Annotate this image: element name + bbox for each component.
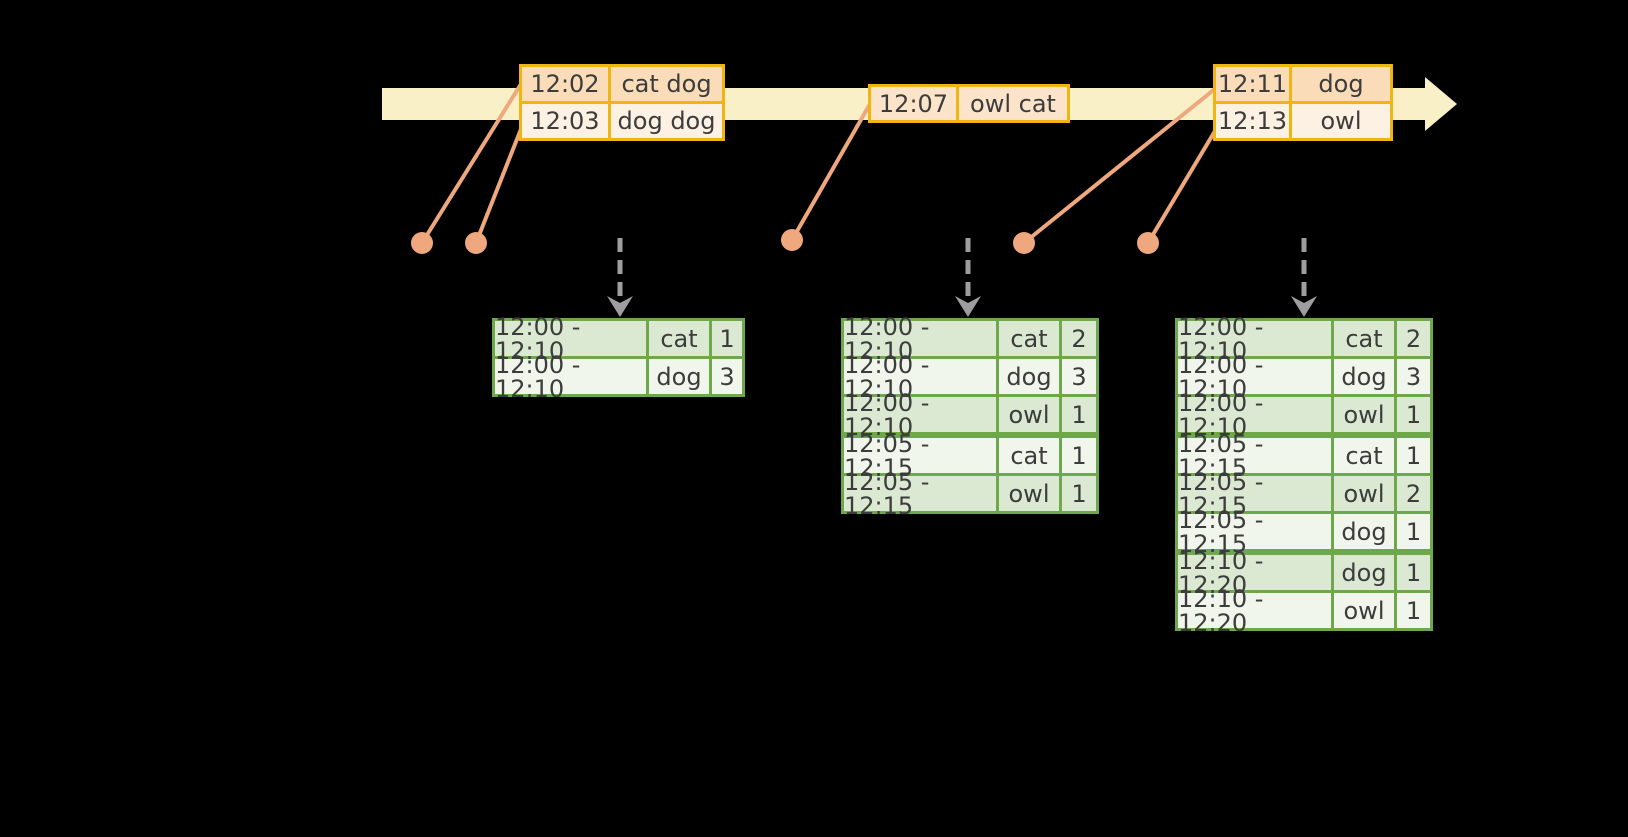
connector-line: [1146, 124, 1220, 245]
result-word: owl: [999, 397, 1059, 432]
event-table-1211: 12:11 dog 12:13 owl: [1213, 64, 1393, 141]
result-count: 2: [1397, 321, 1430, 356]
event-dot: [781, 229, 803, 251]
event-dot: [465, 232, 487, 254]
result-count: 2: [1397, 476, 1430, 511]
result-table-1: 12:00 - 12:10 cat 1 12:00 - 12:10 dog 3: [492, 315, 745, 401]
result-window: 12:00 - 12:10: [844, 353, 996, 401]
connector-line: [474, 123, 525, 244]
result-count: 1: [1397, 397, 1430, 432]
result-window: 12:05 - 12:15: [1178, 508, 1331, 556]
event-table-1207: 12:07 owl cat: [868, 84, 1070, 123]
result-count: 1: [1397, 593, 1430, 628]
event-time: 12:03: [522, 104, 608, 138]
result-word: dog: [1334, 514, 1394, 549]
timeline-arrowhead-icon: [1425, 77, 1457, 131]
event-time: 12:02: [522, 67, 608, 101]
event-words: dog: [1292, 67, 1390, 101]
result-word: owl: [999, 476, 1059, 511]
result-count: 1: [1397, 514, 1430, 549]
result-word: cat: [1334, 321, 1394, 356]
result-count: 3: [1397, 359, 1430, 394]
result-word: dog: [1334, 359, 1394, 394]
result-count: 1: [1062, 476, 1096, 511]
result-window: 12:00 - 12:10: [495, 353, 646, 401]
event-table-1202: 12:02 cat dog 12:03 dog dog: [519, 64, 725, 141]
connector-line: [420, 82, 523, 245]
result-count: 1: [712, 321, 742, 356]
result-window: 12:00 - 12:10: [844, 391, 996, 439]
event-dot: [1013, 232, 1035, 254]
result-window: 12:00 - 12:10: [1178, 391, 1331, 439]
result-table-2: 12:00 - 12:10 cat 2 12:00 - 12:10 dog 3 …: [841, 315, 1099, 518]
result-word: cat: [999, 435, 1059, 473]
result-count: 1: [1062, 397, 1096, 432]
event-dot: [1137, 232, 1159, 254]
event-dot: [411, 232, 433, 254]
result-word: owl: [1334, 476, 1394, 511]
result-count: 3: [712, 359, 742, 394]
result-word: owl: [1334, 593, 1394, 628]
trigger-arrow-icon: [955, 296, 981, 317]
trigger-arrow-icon: [607, 296, 633, 317]
event-words: owl: [1292, 104, 1390, 138]
event-words: owl cat: [959, 87, 1067, 120]
result-word: cat: [1334, 435, 1394, 473]
result-word: owl: [1334, 397, 1394, 432]
result-word: cat: [649, 321, 709, 356]
result-count: 1: [1397, 435, 1430, 473]
event-words: dog dog: [611, 104, 722, 138]
result-count: 1: [1062, 435, 1096, 473]
event-time: 12:07: [871, 87, 956, 120]
result-window: 12:00 - 12:10: [1178, 353, 1331, 401]
result-word: dog: [649, 359, 709, 394]
event-words: cat dog: [611, 67, 722, 101]
result-window: 12:05 - 12:15: [1178, 432, 1331, 480]
result-word: dog: [1334, 552, 1394, 590]
result-count: 3: [1062, 359, 1096, 394]
result-word: cat: [999, 321, 1059, 356]
result-table-3: 12:00 - 12:10 cat 2 12:00 - 12:10 dog 3 …: [1175, 315, 1433, 635]
event-time: 12:13: [1216, 104, 1289, 138]
result-count: 1: [1397, 552, 1430, 590]
trigger-arrow-icon: [1291, 296, 1317, 317]
connector-line: [790, 103, 872, 241]
result-window: 12:10 - 12:20: [1178, 587, 1331, 635]
event-time: 12:11: [1216, 67, 1289, 101]
result-word: dog: [999, 359, 1059, 394]
connector-line: [1022, 86, 1218, 245]
result-window: 12:05 - 12:15: [844, 470, 996, 518]
result-window: 12:00 - 12:10: [1178, 315, 1331, 363]
result-count: 2: [1062, 321, 1096, 356]
